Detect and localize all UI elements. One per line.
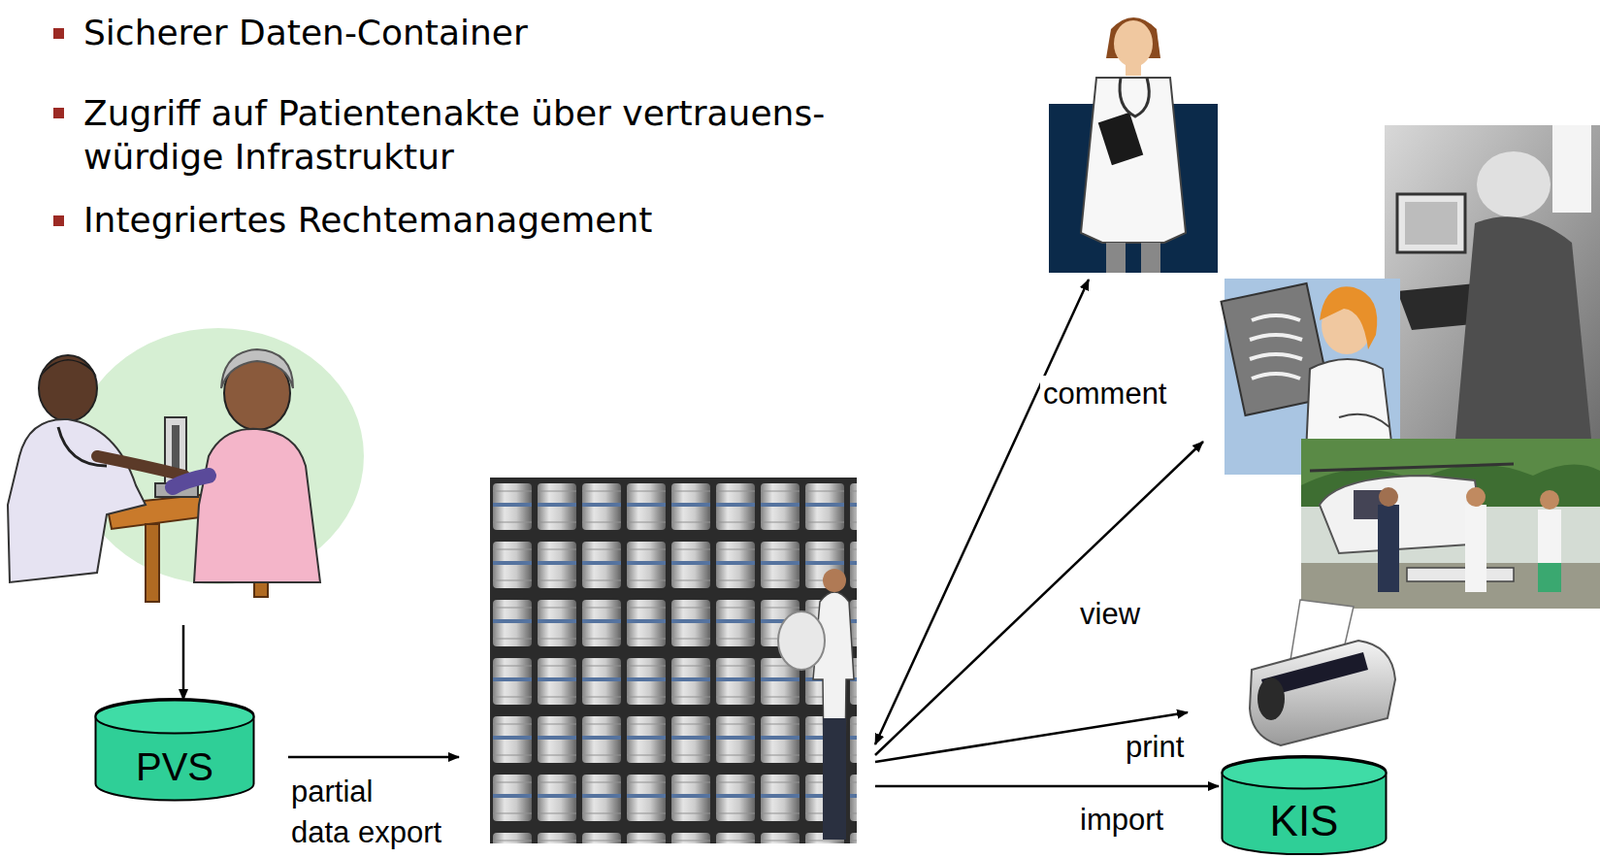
flow-arrow [875,279,1089,745]
doctor-clipart [1141,242,1161,273]
archive-photo [489,477,857,844]
helicopter-photo [1301,438,1600,609]
nurse-computer-photo [1397,194,1466,253]
node-label: PVS [135,744,214,789]
arrow-label: partial data export [291,771,442,853]
arrow-label: comment [1040,375,1170,412]
doctor-clipart [1098,112,1144,165]
nurse-computer-photo [1404,201,1458,245]
nurse-computer-photo [1384,125,1600,439]
flow-arrow [182,624,186,700]
bullet-squares [53,107,65,119]
patient-exam-clipart [7,341,338,607]
doctor-clipart [1048,17,1218,273]
bullet-squares [53,28,65,39]
radiologist-clipart [1249,315,1303,379]
helicopter-photo [1301,562,1600,609]
radiologist-clipart [1319,286,1377,350]
helicopter-photo [1301,438,1600,609]
bullet-text: Sicherer Daten-Container [83,11,528,54]
database-cylinder: KIS [1220,755,1388,856]
node-label: KIS [1270,796,1339,847]
archive-photo [822,568,847,592]
printer-clipart [1257,677,1285,720]
cylinder-lid [1222,757,1387,789]
archive-photo [489,477,857,844]
doctor-clipart [1119,77,1149,117]
cylinder-body [96,698,255,801]
helicopter-photo [1466,487,1486,507]
cylinder-body [1222,755,1387,854]
patient-exam-clipart [7,327,364,607]
patient-exam-clipart [58,426,107,466]
helicopter-photo [1406,567,1514,582]
flow-arrow [875,784,1219,788]
doctor-clipart [1080,77,1186,243]
radiologist-clipart [1338,414,1390,427]
patient-exam-clipart [221,349,294,389]
patient-exam-clipart [172,475,209,488]
cylinder-lid [96,700,255,734]
helicopter-photo [1378,487,1399,507]
helicopter-photo [1377,504,1400,592]
bullet-squares [53,215,65,227]
nurse-computer-photo [1476,151,1551,218]
helicopter-photo [1465,504,1487,592]
helicopter-photo [1539,489,1560,510]
archive-photo [778,611,825,670]
archive-photo [489,477,857,844]
arrow-label: view [1077,595,1143,632]
doctor-clipart [1113,20,1153,67]
patient-exam-clipart [38,355,98,422]
printer-clipart [1249,599,1396,746]
helicopter-photo [1537,562,1562,592]
patient-exam-clipart [40,359,98,377]
nurse-computer-photo [1455,216,1592,439]
arrow-label: print [1122,728,1187,765]
patient-exam-clipart [72,327,364,585]
arrow-label: import [1077,801,1167,838]
flow-arrow [288,755,459,759]
helicopter-photo [1319,475,1485,554]
printer-clipart [1249,640,1396,746]
database-cylinder: PVS [94,698,256,802]
bullet-text: Zugriff auf Patientenakte über vertrauen… [83,91,825,179]
archive-photo [822,718,847,840]
doctor-clipart [1125,64,1142,76]
patient-exam-clipart [145,523,160,602]
bullet-text: Integriertes Rechtemanagement [83,198,653,241]
bullet-squares [53,28,65,227]
nurse-computer-photo [1552,125,1592,213]
nurse-computer-photo [1384,125,1600,439]
patient-exam-clipart [194,428,321,583]
doctor-clipart [1106,242,1126,273]
flow-arrow [875,441,1204,755]
patient-exam-clipart [97,456,185,476]
patient-exam-clipart [7,419,146,583]
helicopter-photo [1309,463,1514,471]
